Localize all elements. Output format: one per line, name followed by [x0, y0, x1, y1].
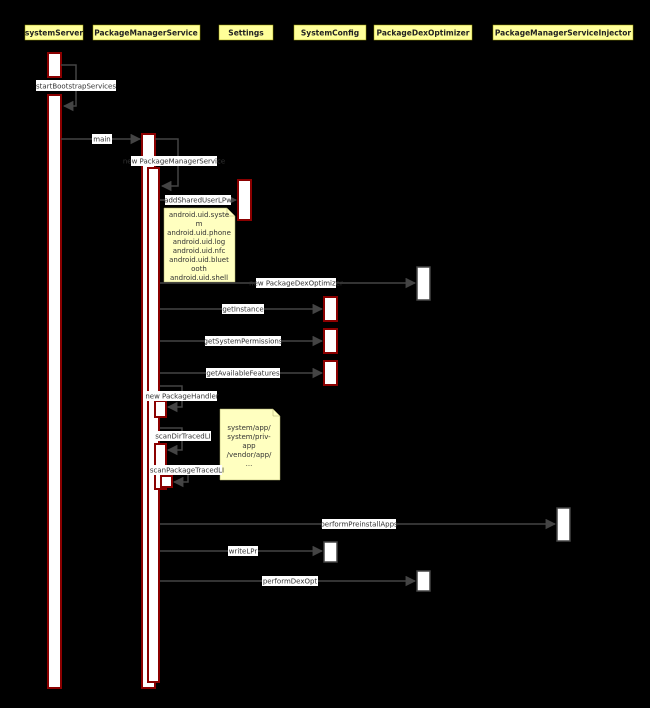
note-line: /vendor/app/ — [227, 451, 272, 459]
message-label: writeLPr — [229, 548, 258, 556]
activation-system-server-1 — [47, 52, 62, 78]
message-label: getInstance — [222, 306, 263, 314]
note-line: android.uid.log — [173, 238, 226, 246]
activation-injector — [556, 507, 571, 542]
activation-system-server-2 — [47, 94, 62, 689]
activation-dex-optimizer-1 — [416, 266, 431, 301]
note-shared-users: android.uid.syste m android.uid.phone an… — [163, 207, 236, 283]
message-label: startBootstrapServices — [36, 83, 116, 91]
message-label: new PackageHandler — [145, 393, 218, 401]
activation-pms-inner — [147, 167, 160, 683]
note-line: app — [242, 442, 256, 450]
message-label: scanDirTracedLI — [155, 433, 210, 441]
note-line: ... — [246, 460, 253, 468]
message-get-instance: getInstance — [160, 303, 324, 315]
message-perform-preinstall-apps: performPreinstallApps — [160, 518, 557, 530]
message-get-available-features: getAvailableFeatures — [160, 367, 324, 379]
note-line: android.uid.shell — [170, 274, 228, 282]
message-label: new PackageDexOptimizer — [249, 280, 343, 288]
participant-package-manager-service: PackageManagerService — [92, 24, 201, 41]
participant-label: SystemConfig — [301, 29, 359, 38]
message-new-package-handler: new PackageHandler — [145, 385, 219, 413]
participant-package-dex-optimizer: PackageDexOptimizer — [373, 24, 473, 41]
activation-system-config-1 — [323, 296, 338, 322]
note-line: android.uid.phone — [167, 229, 231, 237]
message-label: performDexOpt — [263, 578, 318, 586]
message-start-bootstrap-services: startBootstrapServices — [36, 64, 116, 112]
message-add-shared-user: addSharedUserLPw — [160, 194, 238, 206]
message-new-package-manager-service: new PackageManagerService — [123, 138, 225, 192]
note-scan-directories: system/app/ system/priv- app /vendor/app… — [219, 408, 281, 481]
participant-label: Settings — [228, 29, 264, 38]
activation-system-config-2 — [323, 328, 338, 354]
message-write-lpr: writeLPr — [160, 545, 324, 557]
participant-system-server: systemServer — [24, 24, 83, 41]
participant-settings: Settings — [218, 24, 274, 41]
activation-pms-scan-package — [160, 475, 173, 488]
message-main: main — [61, 133, 142, 145]
note-line: m — [196, 220, 203, 228]
participant-label: PackageDexOptimizer — [377, 29, 470, 38]
message-label: scanPackageTracedLI — [150, 467, 224, 475]
note-line: android.uid.nfc — [173, 247, 226, 255]
note-line: android.uid.bluet — [169, 256, 229, 264]
note-line: android.uid.syste — [169, 211, 229, 219]
message-label: getSystemPermissions — [204, 338, 283, 346]
participant-label: PackageManagerServiceInjector — [495, 29, 632, 38]
message-label: performPreinstallApps — [320, 521, 398, 529]
note-line: system/priv- — [227, 433, 271, 441]
activation-settings — [237, 179, 252, 221]
participant-system-config: SystemConfig — [293, 24, 367, 41]
message-label: addSharedUserLPw — [164, 197, 232, 205]
message-get-system-permissions: getSystemPermissions — [160, 335, 324, 347]
message-new-package-dex-optimizer: new PackageDexOptimizer — [160, 277, 417, 289]
activation-system-config-4 — [323, 541, 338, 563]
message-scan-package-traced: scanPackageTracedLI — [150, 465, 224, 488]
activation-system-config-3 — [323, 360, 338, 386]
participant-label: systemServer — [25, 29, 83, 38]
note-line: system/app/ — [227, 424, 271, 432]
participant-pms-injector: PackageManagerServiceInjector — [492, 24, 634, 41]
activation-pms-package-handler — [154, 400, 167, 418]
message-perform-dex-opt: performDexOpt — [160, 575, 417, 587]
message-label: getAvailableFeatures — [206, 370, 280, 378]
activation-dex-optimizer-2 — [416, 570, 431, 592]
message-label: new PackageManagerService — [123, 158, 225, 166]
note-line: ooth — [191, 265, 207, 273]
message-scan-dir-traced: scanDirTracedLI — [155, 427, 211, 456]
message-label: main — [93, 136, 111, 144]
participant-label: PackageManagerService — [94, 29, 198, 38]
